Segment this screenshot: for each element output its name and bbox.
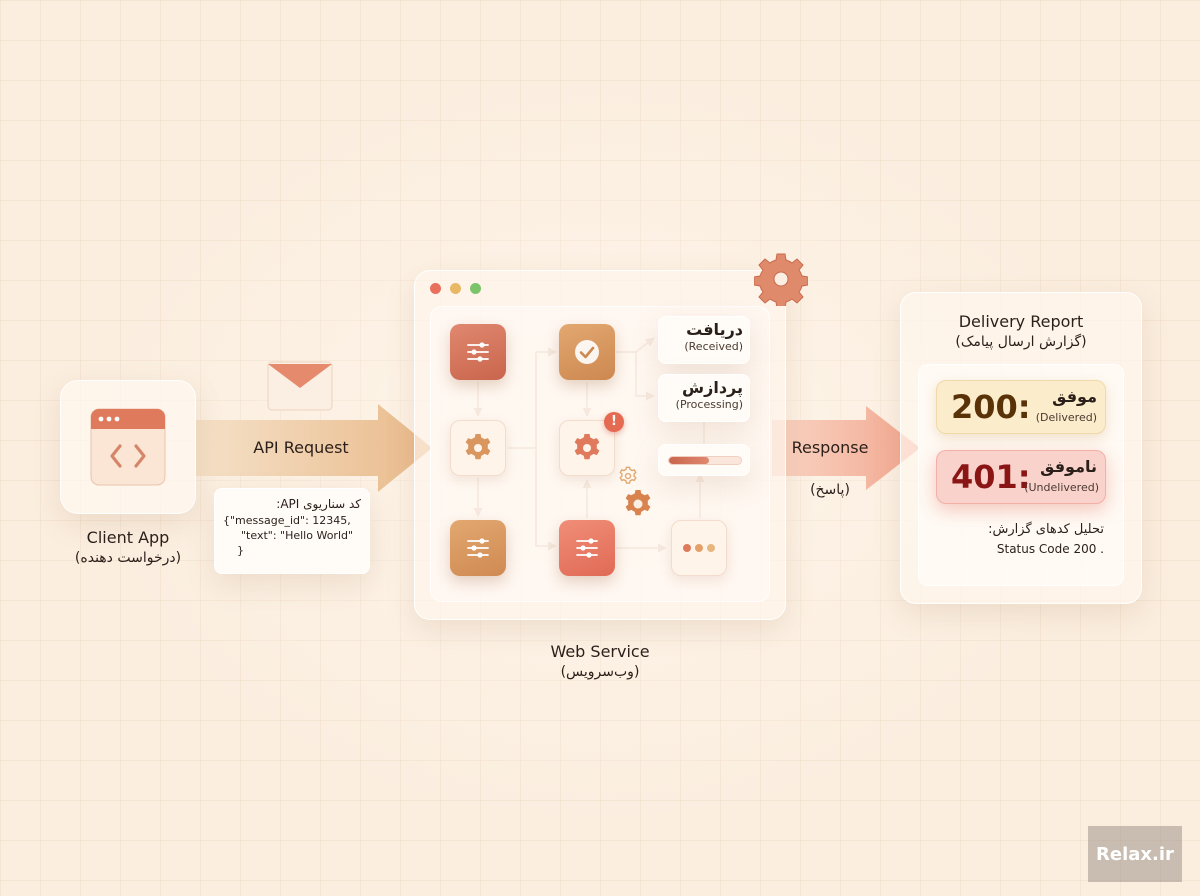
received-sub: (Received) — [684, 340, 743, 353]
sliders-icon — [576, 538, 598, 558]
dots-icon — [683, 544, 715, 552]
analysis-title: تحلیل کدهای گزارش: — [988, 522, 1104, 537]
client-app-title: Client App — [86, 528, 170, 547]
processing-sub: (Processing) — [675, 398, 743, 411]
web-service-subtitle: (وب‌سرویس) — [560, 664, 640, 680]
api-code-box: کد سناریوی API: {"message_id": 12345, "t… — [214, 488, 370, 574]
sliders-icon — [467, 342, 489, 362]
small-gear-icon — [618, 466, 638, 486]
sliders-tile-dispatch[interactable] — [559, 520, 615, 576]
analysis-line: Status Code 200 . — [996, 542, 1104, 556]
api-code-line-2: "text": "Hello World" — [241, 529, 354, 542]
code-window-icon — [90, 408, 166, 486]
gear-icon — [753, 252, 809, 309]
status-sub-delivered: (Delivered) — [1035, 411, 1097, 424]
api-code-line-3: } — [237, 544, 244, 557]
api-request-label: API Request — [253, 438, 349, 457]
status-card-undelivered[interactable]: 401: ناموفق (Undelivered) — [936, 450, 1106, 504]
web-service-title: Web Service — [550, 642, 650, 661]
response-label: Response — [791, 438, 869, 457]
api-code-title: کد سناریوی API: — [276, 497, 361, 511]
dots-tile-queue[interactable] — [671, 520, 727, 576]
envelope-icon — [266, 360, 334, 412]
window-dot-maximize[interactable] — [470, 283, 481, 294]
processing-title: پردازش — [682, 378, 743, 397]
sliders-tile-input[interactable] — [450, 324, 506, 380]
delivery-report-title: Delivery Report — [958, 312, 1084, 331]
medium-gear-icon — [622, 488, 654, 520]
status-label-success: موفق — [1052, 387, 1097, 406]
delivery-report-subtitle: (گزارش ارسال پیامک) — [955, 334, 1087, 350]
response-sublabel: (پاسخ) — [810, 482, 850, 498]
response-arrow — [772, 406, 920, 490]
window-dot-minimize[interactable] — [450, 283, 461, 294]
sliders-tile-output[interactable] — [450, 520, 506, 576]
progress-card — [658, 444, 750, 476]
gear-tile-router[interactable] — [450, 420, 506, 476]
client-app-subtitle: (درخواست دهنده) — [74, 550, 182, 566]
status-code-401: 401: — [951, 458, 1031, 496]
window-dot-close[interactable] — [430, 283, 441, 294]
status-code-200: 200: — [951, 388, 1031, 426]
status-label-failure: ناموفق — [1040, 457, 1097, 476]
status-sub-undelivered: (Undelivered) — [1024, 481, 1099, 494]
sliders-icon — [467, 538, 489, 558]
progress-track — [668, 456, 742, 465]
alert-mark: ! — [611, 414, 617, 429]
check-icon — [575, 340, 599, 364]
received-title: دریافت — [686, 320, 743, 339]
progress-fill — [669, 457, 709, 464]
status-card-delivered[interactable]: 200: موفق (Delivered) — [936, 380, 1106, 434]
check-tile[interactable] — [559, 324, 615, 380]
received-status-card: دریافت (Received) — [658, 316, 750, 364]
watermark-text: Relax.ir — [1096, 843, 1174, 865]
watermark-badge: Relax.ir — [1088, 826, 1182, 882]
api-code-line-1: {"message_id": 12345, — [223, 514, 351, 527]
gear-tile-processing[interactable] — [559, 420, 615, 476]
gear-icon — [465, 434, 491, 460]
gear-icon — [574, 434, 600, 460]
alert-icon: ! — [604, 412, 624, 432]
processing-status-card: پردازش (Processing) — [658, 374, 750, 422]
api-request-arrow — [196, 404, 432, 492]
